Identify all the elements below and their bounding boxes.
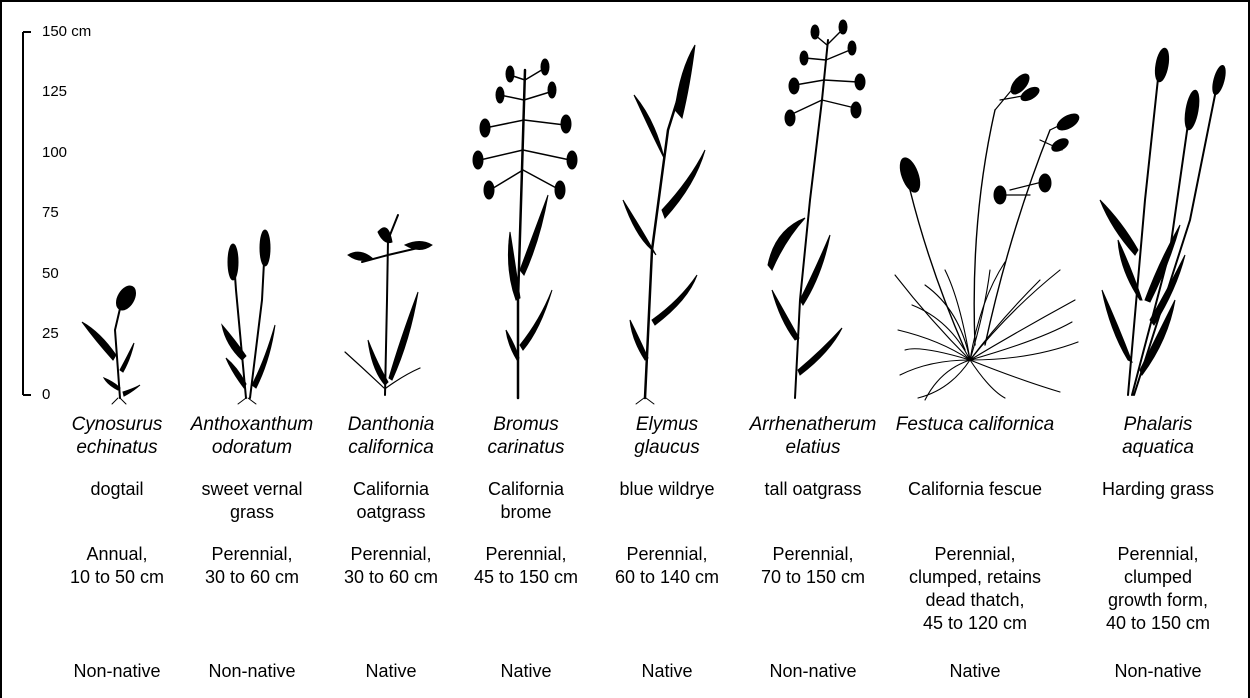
common-name-line: brome (451, 501, 601, 524)
species-1-scientific: Cynosurus echinatus (42, 413, 192, 459)
description-line: Perennial, (451, 543, 601, 566)
species-8-status: Non-native (1083, 660, 1233, 683)
description-line: 70 to 150 cm (738, 566, 888, 589)
species-3-description: Perennial, 30 to 60 cm (316, 543, 466, 589)
scientific-name-line: glaucus (592, 436, 742, 459)
description-line: growth form, (1083, 589, 1233, 612)
common-name-line: Harding grass (1083, 478, 1233, 501)
plant-illustrations (0, 0, 1250, 410)
description-line: Perennial, (316, 543, 466, 566)
species-8-common: Harding grass (1083, 478, 1233, 501)
blue-wildrye-icon (623, 45, 705, 404)
dogtail-grass-icon (82, 283, 140, 404)
scientific-name-line: elatius (738, 436, 888, 459)
species-7-scientific: Festuca californica (880, 413, 1070, 436)
common-name-line: California (316, 478, 466, 501)
scientific-name-line: echinatus (42, 436, 192, 459)
species-1-status: Non-native (42, 660, 192, 683)
species-5-scientific: Elymus glaucus (592, 413, 742, 459)
species-5-description: Perennial, 60 to 140 cm (592, 543, 742, 589)
species-6-common: tall oatgrass (738, 478, 888, 501)
scientific-name-line: Danthonia (316, 413, 466, 436)
description-line: 30 to 60 cm (316, 566, 466, 589)
common-name-line: blue wildrye (592, 478, 742, 501)
species-1-common: dogtail (42, 478, 192, 501)
description-line: clumped (1083, 566, 1233, 589)
species-8-description: Perennial, clumped growth form, 40 to 15… (1083, 543, 1233, 635)
description-line: 60 to 140 cm (592, 566, 742, 589)
description-line: 45 to 120 cm (900, 612, 1050, 635)
species-7-description: Perennial, clumped, retains dead thatch,… (900, 543, 1050, 635)
common-name-line: California fescue (880, 478, 1070, 501)
california-fescue-icon (895, 71, 1081, 400)
species-5-status: Native (592, 660, 742, 683)
scientific-name-line: Arrhenatherum (738, 413, 888, 436)
harding-grass-icon (1100, 47, 1228, 395)
species-4-description: Perennial, 45 to 150 cm (451, 543, 601, 589)
scientific-name-line: odoratum (177, 436, 327, 459)
scientific-name-line: californica (316, 436, 466, 459)
species-3-scientific: Danthonia californica (316, 413, 466, 459)
species-2-status: Non-native (177, 660, 327, 683)
description-line: 30 to 60 cm (177, 566, 327, 589)
species-7-status: Native (900, 660, 1050, 683)
common-name-line: oatgrass (316, 501, 466, 524)
scientific-name-line: Elymus (592, 413, 742, 436)
species-7-common: California fescue (880, 478, 1070, 501)
scientific-name-line: Anthoxanthum (177, 413, 327, 436)
description-line: Perennial, (592, 543, 742, 566)
scientific-name-line: Festuca californica (880, 413, 1070, 436)
species-1-description: Annual, 10 to 50 cm (42, 543, 192, 589)
description-line: clumped, retains (900, 566, 1050, 589)
common-name-line: sweet vernal (177, 478, 327, 501)
description-line: Perennial, (900, 543, 1050, 566)
species-6-status: Non-native (738, 660, 888, 683)
common-name-line: tall oatgrass (738, 478, 888, 501)
scientific-name-line: Phalaris (1083, 413, 1233, 436)
species-5-common: blue wildrye (592, 478, 742, 501)
description-line: Perennial, (738, 543, 888, 566)
species-3-status: Native (316, 660, 466, 683)
california-brome-icon (473, 59, 577, 398)
species-6-description: Perennial, 70 to 150 cm (738, 543, 888, 589)
description-line: 45 to 150 cm (451, 566, 601, 589)
description-line: Annual, (42, 543, 192, 566)
tall-oatgrass-icon (768, 20, 865, 398)
scientific-name-line: Bromus (451, 413, 601, 436)
species-3-common: California oatgrass (316, 478, 466, 524)
species-2-description: Perennial, 30 to 60 cm (177, 543, 327, 589)
scientific-name-line: Cynosurus (42, 413, 192, 436)
california-oatgrass-icon (345, 215, 432, 395)
description-line: Perennial, (177, 543, 327, 566)
common-name-line: grass (177, 501, 327, 524)
species-4-status: Native (451, 660, 601, 683)
description-line: Perennial, (1083, 543, 1233, 566)
common-name-line: California (451, 478, 601, 501)
species-6-scientific: Arrhenatherum elatius (738, 413, 888, 459)
sweet-vernal-grass-icon (222, 230, 275, 404)
scientific-name-line: carinatus (451, 436, 601, 459)
species-4-scientific: Bromus carinatus (451, 413, 601, 459)
common-name-line: dogtail (42, 478, 192, 501)
scientific-name-line: aquatica (1083, 436, 1233, 459)
species-4-common: California brome (451, 478, 601, 524)
description-line: 10 to 50 cm (42, 566, 192, 589)
species-8-scientific: Phalaris aquatica (1083, 413, 1233, 459)
species-2-common: sweet vernal grass (177, 478, 327, 524)
description-line: dead thatch, (900, 589, 1050, 612)
species-2-scientific: Anthoxanthum odoratum (177, 413, 327, 459)
description-line: 40 to 150 cm (1083, 612, 1233, 635)
